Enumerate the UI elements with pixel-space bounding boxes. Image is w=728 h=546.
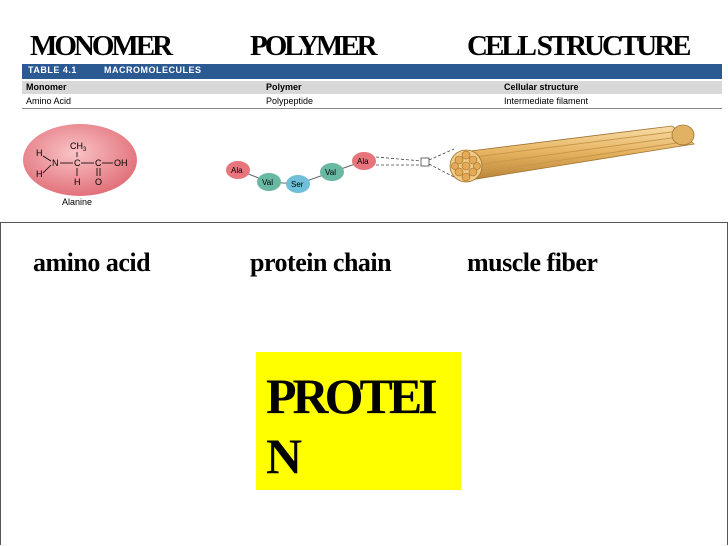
- mol-o: O: [95, 177, 102, 187]
- header-polymer: POLYMER: [250, 30, 378, 62]
- bead-val-1: Val: [262, 178, 273, 187]
- table-title: MACROMOLECULES: [104, 65, 202, 75]
- mol-h-top: H: [36, 148, 43, 158]
- mol-name: Alanine: [62, 197, 92, 207]
- peptide-chain: Ala Val Ser Val Ala: [226, 148, 455, 193]
- bead-ser: Ser: [291, 180, 304, 189]
- table-title-bar: TABLE 4.1 MACROMOLECULES: [22, 64, 722, 79]
- table-col-polymer: Polymer: [266, 82, 302, 92]
- macromolecules-table-figure: TABLE 4.1 MACROMOLECULES Monomer Polymer…: [22, 64, 722, 214]
- label-protein-chain: protein chain: [250, 248, 392, 277]
- table-header-row: Monomer Polymer Cellular structure: [22, 81, 722, 94]
- table-col-structure: Cellular structure: [504, 82, 579, 92]
- alanine-molecule: H H N C C OH CH 3 H O: [23, 124, 137, 207]
- label-amino-acid: amino acid: [33, 248, 151, 277]
- mol-h-bottom-left: H: [36, 169, 43, 179]
- mol-n: N: [52, 158, 59, 168]
- mol-ch3-sub: 3: [83, 147, 87, 153]
- intermediate-filament: [449, 124, 695, 183]
- table-cell-amino-acid: Amino Acid: [26, 96, 72, 106]
- table-col-monomer: Monomer: [26, 82, 67, 92]
- illustration: H H N C C OH CH 3 H O: [23, 124, 695, 207]
- table-row: Amino Acid Polypeptide Intermediate fila…: [22, 94, 722, 109]
- table-number: TABLE 4.1: [28, 65, 77, 75]
- table-cell-filament: Intermediate filament: [504, 96, 589, 106]
- table-cell-polypeptide: Polypeptide: [266, 96, 314, 106]
- protein-label: PROTEIN: [266, 368, 438, 484]
- mol-ch3: CH: [70, 141, 83, 151]
- header-cell-structure: CELL STRUCTURE: [467, 30, 691, 62]
- mol-oh: OH: [114, 158, 128, 168]
- bead-ala-1: Ala: [231, 166, 243, 175]
- bead-val-2: Val: [325, 168, 336, 177]
- mol-c2: C: [95, 158, 102, 168]
- header-monomer: MONOMER: [30, 30, 173, 62]
- bead-ala-2: Ala: [357, 157, 369, 166]
- protein-highlight-box: PROTEIN: [256, 352, 461, 490]
- mol-h-bottom: H: [74, 177, 81, 187]
- label-muscle-fiber: muscle fiber: [467, 248, 598, 277]
- mol-c1: C: [74, 158, 81, 168]
